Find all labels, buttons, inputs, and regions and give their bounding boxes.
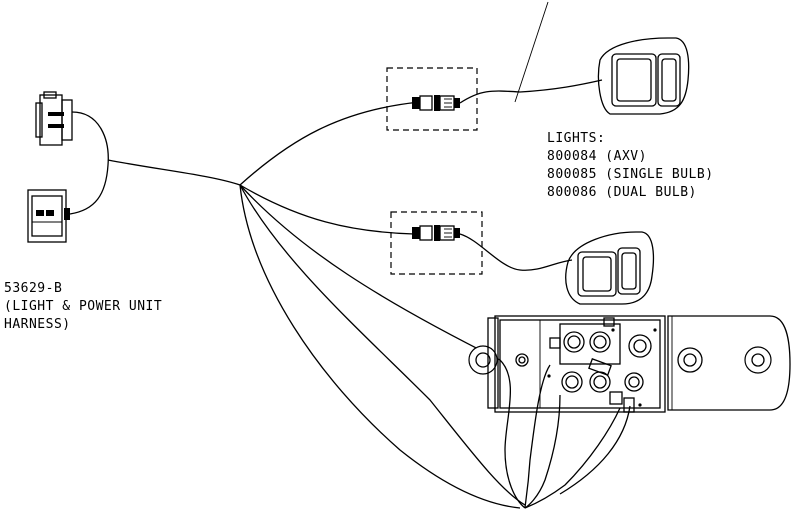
top-left-connector xyxy=(35,91,73,146)
bottom-left-connector xyxy=(27,189,70,243)
harness-label: 53629-B (LIGHT & POWER UNIT HARNESS) xyxy=(4,281,162,332)
left-connector-link-wire xyxy=(69,111,109,215)
lights-heading: LIGHTS: xyxy=(547,131,605,146)
light-part-2: 800085 (SINGLE BULB) xyxy=(547,167,714,182)
upper-inline-connector xyxy=(386,67,478,131)
harness-description-line1: (LIGHT & POWER UNIT xyxy=(4,299,162,314)
harness-trunk xyxy=(107,101,526,509)
harness-description-line2: HARNESS) xyxy=(4,317,71,332)
power-unit xyxy=(468,315,791,413)
upper-light-wire xyxy=(459,79,603,104)
light-part-3: 800086 (DUAL BULB) xyxy=(547,185,697,200)
callout-leader xyxy=(514,1,549,103)
harness-part-number: 53629-B xyxy=(4,281,62,296)
power-unit-wires xyxy=(524,364,631,509)
lights-label: LIGHTS: 800084 (AXV) 800085 (SINGLE BULB… xyxy=(547,131,714,200)
light-part-1: 800084 (AXV) xyxy=(547,149,647,164)
upper-light-housing xyxy=(597,37,690,115)
lower-light-wire xyxy=(459,233,573,271)
lower-light-housing xyxy=(565,231,655,305)
lower-inline-connector xyxy=(390,211,483,275)
